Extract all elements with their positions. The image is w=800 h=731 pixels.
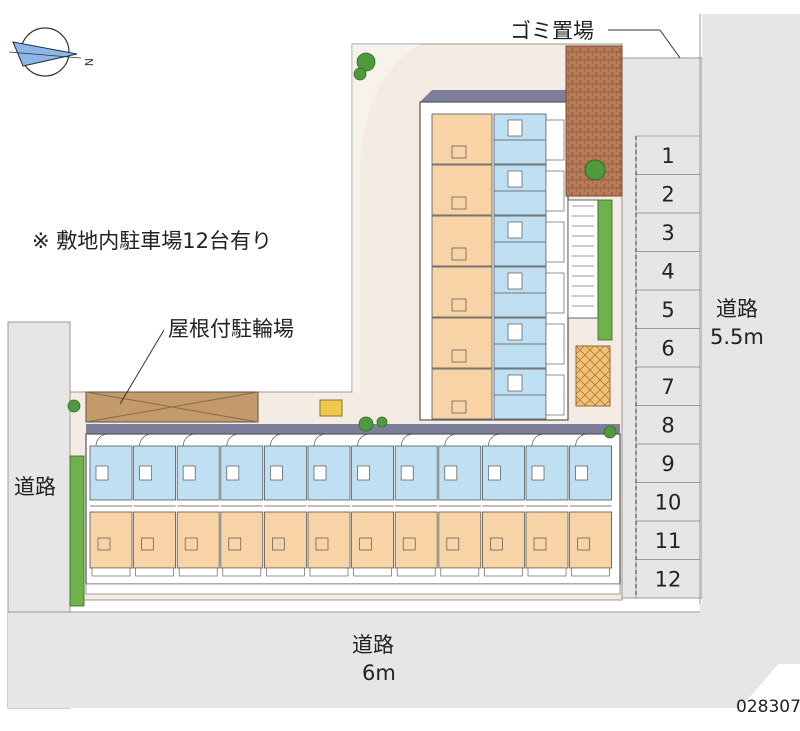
parking-space-number: 1 bbox=[661, 144, 674, 168]
apartment-unit bbox=[431, 215, 565, 267]
parking-space-number: 9 bbox=[661, 452, 674, 476]
road-bottom-width: 6m bbox=[362, 661, 396, 685]
compass-letter: N bbox=[82, 58, 95, 66]
apartment-unit bbox=[263, 433, 307, 577]
road-right-width: 5.5m bbox=[710, 325, 764, 349]
parking-space-number: 11 bbox=[655, 529, 682, 553]
apartment-unit bbox=[431, 368, 565, 420]
horizontal-wing bbox=[85, 424, 621, 595]
apartment-unit bbox=[394, 433, 438, 577]
garbage-shrub bbox=[584, 159, 606, 181]
apartment-unit bbox=[431, 164, 565, 216]
road-bottom bbox=[8, 604, 782, 708]
bike-leader bbox=[119, 329, 165, 405]
reference-code: 028307 bbox=[736, 697, 800, 717]
bike-parking-label: 屋根付駐輪場 bbox=[168, 317, 294, 341]
road-right-outer bbox=[702, 14, 800, 664]
apartment-unit bbox=[431, 266, 565, 318]
apartment-unit bbox=[431, 113, 565, 165]
garbage-label: ゴミ置場 bbox=[510, 19, 594, 43]
bike-parking bbox=[85, 391, 343, 423]
parking-space-number: 12 bbox=[655, 568, 682, 592]
apartment-unit bbox=[351, 433, 395, 577]
stairs bbox=[567, 199, 599, 319]
parking-space-number: 10 bbox=[655, 491, 682, 515]
utility-block bbox=[575, 345, 611, 407]
compass-icon: N bbox=[8, 27, 95, 77]
apartment-unit bbox=[431, 317, 565, 369]
road-right-name: 道路 bbox=[716, 297, 758, 321]
apartment-unit bbox=[307, 433, 351, 577]
parking-space-number: 6 bbox=[661, 337, 674, 361]
parking-space-number: 3 bbox=[661, 221, 674, 245]
horizontal-wing-roof bbox=[86, 424, 620, 434]
apartment-unit bbox=[220, 433, 264, 577]
apartment-unit bbox=[176, 433, 220, 577]
apartment-unit bbox=[481, 433, 525, 577]
parking-space-number: 4 bbox=[661, 260, 674, 284]
vertical-wing bbox=[419, 90, 569, 421]
apartment-unit bbox=[133, 433, 177, 577]
apartment-unit bbox=[89, 433, 133, 577]
parking-space-number: 7 bbox=[661, 375, 674, 399]
parking-space-number: 5 bbox=[661, 298, 674, 322]
vertical-wing-roof bbox=[420, 90, 568, 102]
parking-space-number: 8 bbox=[661, 414, 674, 438]
road-right bbox=[621, 57, 703, 599]
greenery bbox=[67, 52, 617, 607]
horizontal-units bbox=[89, 433, 612, 577]
road-left-label: 道路 bbox=[14, 475, 56, 499]
road-bottom-name: 道路 bbox=[352, 633, 394, 657]
road-surfaces bbox=[7, 14, 800, 709]
vertical-units bbox=[431, 113, 565, 420]
apartment-unit bbox=[569, 433, 612, 577]
apartment-unit bbox=[525, 433, 569, 577]
parking-space-number: 2 bbox=[661, 183, 674, 207]
apartment-unit bbox=[438, 433, 482, 577]
parking-note: ※ 敷地内駐車場12台有り bbox=[32, 229, 272, 253]
bike-parking-equipment bbox=[319, 399, 343, 417]
